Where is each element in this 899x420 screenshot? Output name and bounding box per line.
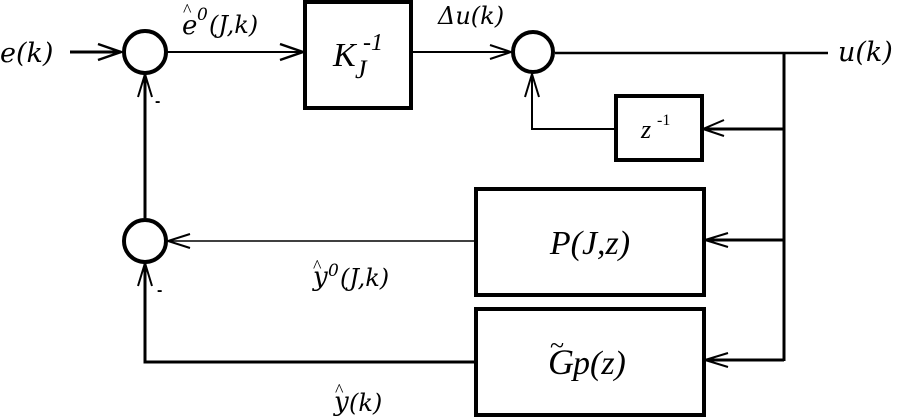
model-block-label: G ~ p(z) <box>548 331 626 382</box>
prediction-block-label: P(J,z) <box>549 225 630 262</box>
integrator-summing-junction <box>511 30 555 74</box>
delay-feedback-wire <box>531 74 614 130</box>
gain-block <box>303 0 413 110</box>
prediction-block <box>474 187 706 297</box>
model-base: G <box>548 342 574 382</box>
free-response-base: y <box>312 262 328 292</box>
model-output-label: y ^ (k) <box>333 380 382 417</box>
gain-base: K <box>332 37 358 74</box>
input-arrowhead <box>97 42 125 62</box>
delay-block-label: z -1 <box>640 112 670 144</box>
model-tilde: ~ <box>550 331 564 360</box>
input-signal-label: e(k) <box>0 38 53 69</box>
output-signal-label: u(k) <box>838 37 893 68</box>
prediction-sum-minus-sign: - <box>157 282 162 299</box>
model-output-hat: ^ <box>335 380 344 400</box>
delay-superscript: -1 <box>657 112 670 129</box>
gain-block-label: K J -1 <box>332 30 383 84</box>
model-output-base: y <box>333 387 349 417</box>
error-estimate-args: (J,k) <box>209 11 258 39</box>
error-estimate-base: e <box>182 11 197 41</box>
model-output-args: (k) <box>349 389 382 417</box>
gain-subscript: J <box>355 55 368 84</box>
free-response-args: (J,k) <box>340 264 389 292</box>
model-rest: p(z) <box>571 345 626 382</box>
model-block <box>474 307 706 417</box>
delay-feedback-arrowhead <box>524 70 540 98</box>
model-output-wire <box>143 263 475 364</box>
gain-superscript: -1 <box>363 30 383 56</box>
control-increment-label: Δu(k) <box>437 2 504 30</box>
delay-block <box>614 94 704 162</box>
error-estimate-label: e ^ 0 (J,k) <box>182 0 258 41</box>
error-sum-minus-sign: - <box>155 93 160 110</box>
error-estimate-hat: ^ <box>183 0 192 20</box>
free-response-hat: ^ <box>313 256 322 276</box>
free-response-label: y ^ 0 (J,k) <box>312 256 389 292</box>
free-response-superscript: 0 <box>328 261 339 281</box>
error-estimate-superscript: 0 <box>197 5 208 25</box>
delay-base: z <box>640 115 651 144</box>
error-summing-junction <box>122 29 168 75</box>
prediction-summing-junction <box>122 218 168 264</box>
